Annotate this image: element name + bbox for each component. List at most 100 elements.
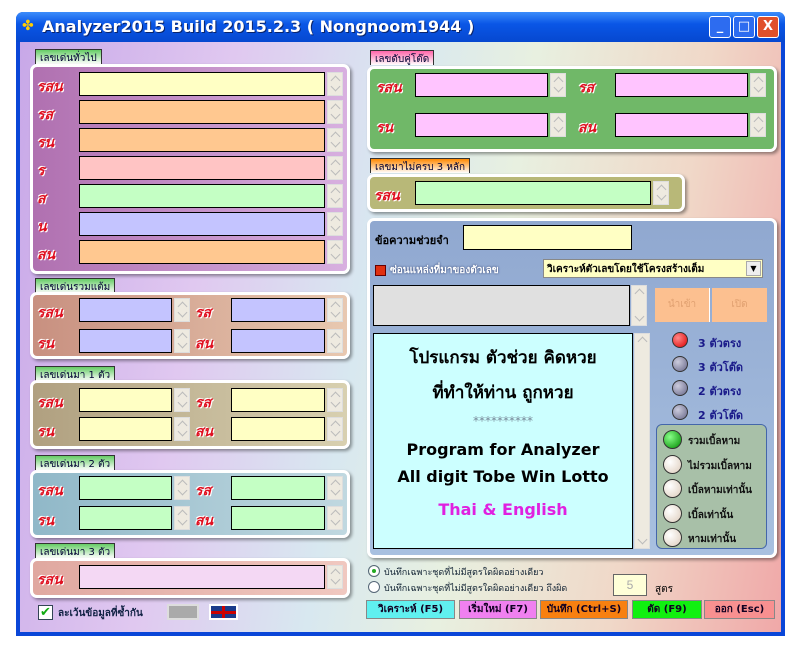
save-button[interactable]: บันทึก (Ctrl+S) [540, 600, 628, 619]
pairs-sn-spinner[interactable] [750, 113, 766, 137]
digit-option-radio[interactable] [672, 380, 688, 396]
general-s-spinner[interactable] [327, 184, 343, 208]
sum-rsn-spinner[interactable] [174, 298, 190, 322]
chevron-down-icon[interactable]: ▼ [746, 261, 761, 276]
new-button[interactable]: เริ่มใหม่ (F7) [459, 600, 537, 619]
title-bar: ✤ Analyzer2015 Build 2015.2.3 ( Nongnoom… [16, 12, 785, 42]
formula-count-input[interactable] [613, 574, 647, 596]
exit-button[interactable]: ออก (Esc) [704, 600, 775, 619]
general-sn-label: สน [37, 247, 56, 263]
one-rsn-input[interactable] [79, 388, 172, 412]
general-s-input[interactable] [79, 184, 325, 208]
equal-icon[interactable] [167, 604, 199, 620]
general-n-input[interactable] [79, 212, 325, 236]
info-line1: โปรแกรม ตัวช่วย คิดหวย [409, 348, 597, 368]
group-tab-three: เลขเด่นมา 3 ตัว [35, 543, 116, 558]
incomplete-rsn-input[interactable] [415, 181, 651, 205]
two-sn-input[interactable] [231, 506, 325, 530]
double-option-radio[interactable] [663, 430, 682, 449]
double-option-radio[interactable] [663, 528, 682, 547]
info-stars: ********** [473, 414, 533, 428]
analysis-mode-select[interactable]: วิเคราะห์ตัวเลขโดยใช้โครงสร้างเต็ม ▼ [543, 259, 763, 278]
pairs-sn-label: สน [578, 120, 597, 136]
three-rsn-spinner[interactable] [327, 565, 343, 589]
general-n-spinner[interactable] [327, 212, 343, 236]
save-option-radio[interactable] [368, 581, 380, 593]
digit-option-label: 2 ตัวตรง [698, 385, 742, 398]
two-rn-spinner[interactable] [174, 506, 190, 530]
digit-option-label: 2 ตัวโต๊ด [698, 409, 743, 422]
digit-option-radio[interactable] [672, 332, 688, 348]
digit-option-label: 3 ตัวโต๊ด [698, 361, 743, 374]
one-rn-spinner[interactable] [174, 417, 190, 441]
general-r-input[interactable] [79, 156, 325, 180]
info-line2: ที่ทำให้ท่าน ถูกหวย [432, 383, 574, 403]
two-rn-input[interactable] [79, 506, 172, 530]
analysis-mode-value: วิเคราะห์ตัวเลขโดยใช้โครงสร้างเต็ม [547, 264, 705, 275]
digit-option-label: 3 ตัวตรง [698, 337, 742, 350]
sum-sn-input[interactable] [231, 329, 325, 353]
pairs-rsn-input[interactable] [415, 73, 548, 97]
one-sn-spinner[interactable] [327, 417, 343, 441]
save-option-radio[interactable] [368, 565, 380, 577]
sum-rn-input[interactable] [79, 329, 172, 353]
source-scrollbar[interactable] [631, 285, 647, 326]
close-button[interactable]: X [757, 16, 779, 38]
general-r-spinner[interactable] [327, 156, 343, 180]
double-option-radio[interactable] [663, 503, 682, 523]
sum-rs-spinner[interactable] [327, 298, 343, 322]
digit-option-radio[interactable] [672, 404, 688, 420]
pairs-rn-input[interactable] [415, 113, 548, 137]
two-rsn-spinner[interactable] [174, 476, 190, 500]
two-rs-spinner[interactable] [327, 476, 343, 500]
hide-source-checkbox[interactable] [375, 265, 386, 276]
open-button[interactable]: เปิด [712, 288, 767, 322]
skip-duplicates-checkbox[interactable]: ✔ [38, 605, 53, 620]
one-rsn-label: รสน [37, 395, 63, 411]
two-sn-spinner[interactable] [327, 506, 343, 530]
pairs-rn-spinner[interactable] [550, 113, 566, 137]
source-textarea[interactable] [373, 285, 630, 326]
double-option-radio[interactable] [663, 454, 682, 474]
two-rs-input[interactable] [231, 476, 325, 500]
one-rsn-spinner[interactable] [174, 388, 190, 412]
import-button[interactable]: นำเข้า [655, 288, 710, 322]
three-rsn-input[interactable] [79, 565, 325, 589]
general-sn-spinner[interactable] [327, 240, 343, 264]
general-sn-input[interactable] [79, 240, 325, 264]
sum-rsn-input[interactable] [79, 298, 172, 322]
pairs-rs-input[interactable] [615, 73, 748, 97]
info-scrollbar[interactable] [634, 333, 650, 549]
general-rn-input[interactable] [79, 128, 325, 152]
pairs-sn-input[interactable] [615, 113, 748, 137]
two-rsn-input[interactable] [79, 476, 172, 500]
info-textbox[interactable]: โปรแกรม ตัวช่วย คิดหวย ที่ทำให้ท่าน ถูกห… [373, 333, 633, 549]
general-rsn-input[interactable] [79, 72, 325, 96]
one-rn-input[interactable] [79, 417, 172, 441]
pairs-rs-spinner[interactable] [750, 73, 766, 97]
one-rs-spinner[interactable] [327, 388, 343, 412]
memo-input[interactable] [463, 225, 632, 250]
general-rsn-spinner[interactable] [327, 72, 343, 96]
digit-option-radio[interactable] [672, 356, 688, 372]
sum-rn-spinner[interactable] [174, 329, 190, 353]
group-tab-two: เลขเด่นมา 2 ตัว [35, 455, 116, 470]
window-title: Analyzer2015 Build 2015.2.3 ( Nongnoom19… [42, 17, 475, 36]
uk-flag-icon[interactable] [209, 604, 238, 620]
save-option-label: บันทึกเฉพาะชุดที่ไม่มีสูตรใดผิดอย่างเดีย… [384, 584, 568, 594]
general-rs-spinner[interactable] [327, 100, 343, 124]
sum-rs-input[interactable] [231, 298, 325, 322]
general-rn-spinner[interactable] [327, 128, 343, 152]
sum-sn-spinner[interactable] [327, 329, 343, 353]
analyze-button[interactable]: วิเคราะห์ (F5) [366, 600, 455, 619]
incomplete-rsn-spinner[interactable] [653, 181, 669, 205]
pairs-rsn-spinner[interactable] [550, 73, 566, 97]
formula-unit-label: สูตร [655, 584, 673, 595]
one-rs-input[interactable] [231, 388, 325, 412]
general-rs-input[interactable] [79, 100, 325, 124]
one-sn-input[interactable] [231, 417, 325, 441]
minimize-button[interactable]: _ [709, 16, 731, 38]
maximize-button[interactable]: □ [733, 16, 755, 38]
cut-button[interactable]: ตัด (F9) [632, 600, 702, 619]
double-option-radio[interactable] [663, 479, 682, 498]
